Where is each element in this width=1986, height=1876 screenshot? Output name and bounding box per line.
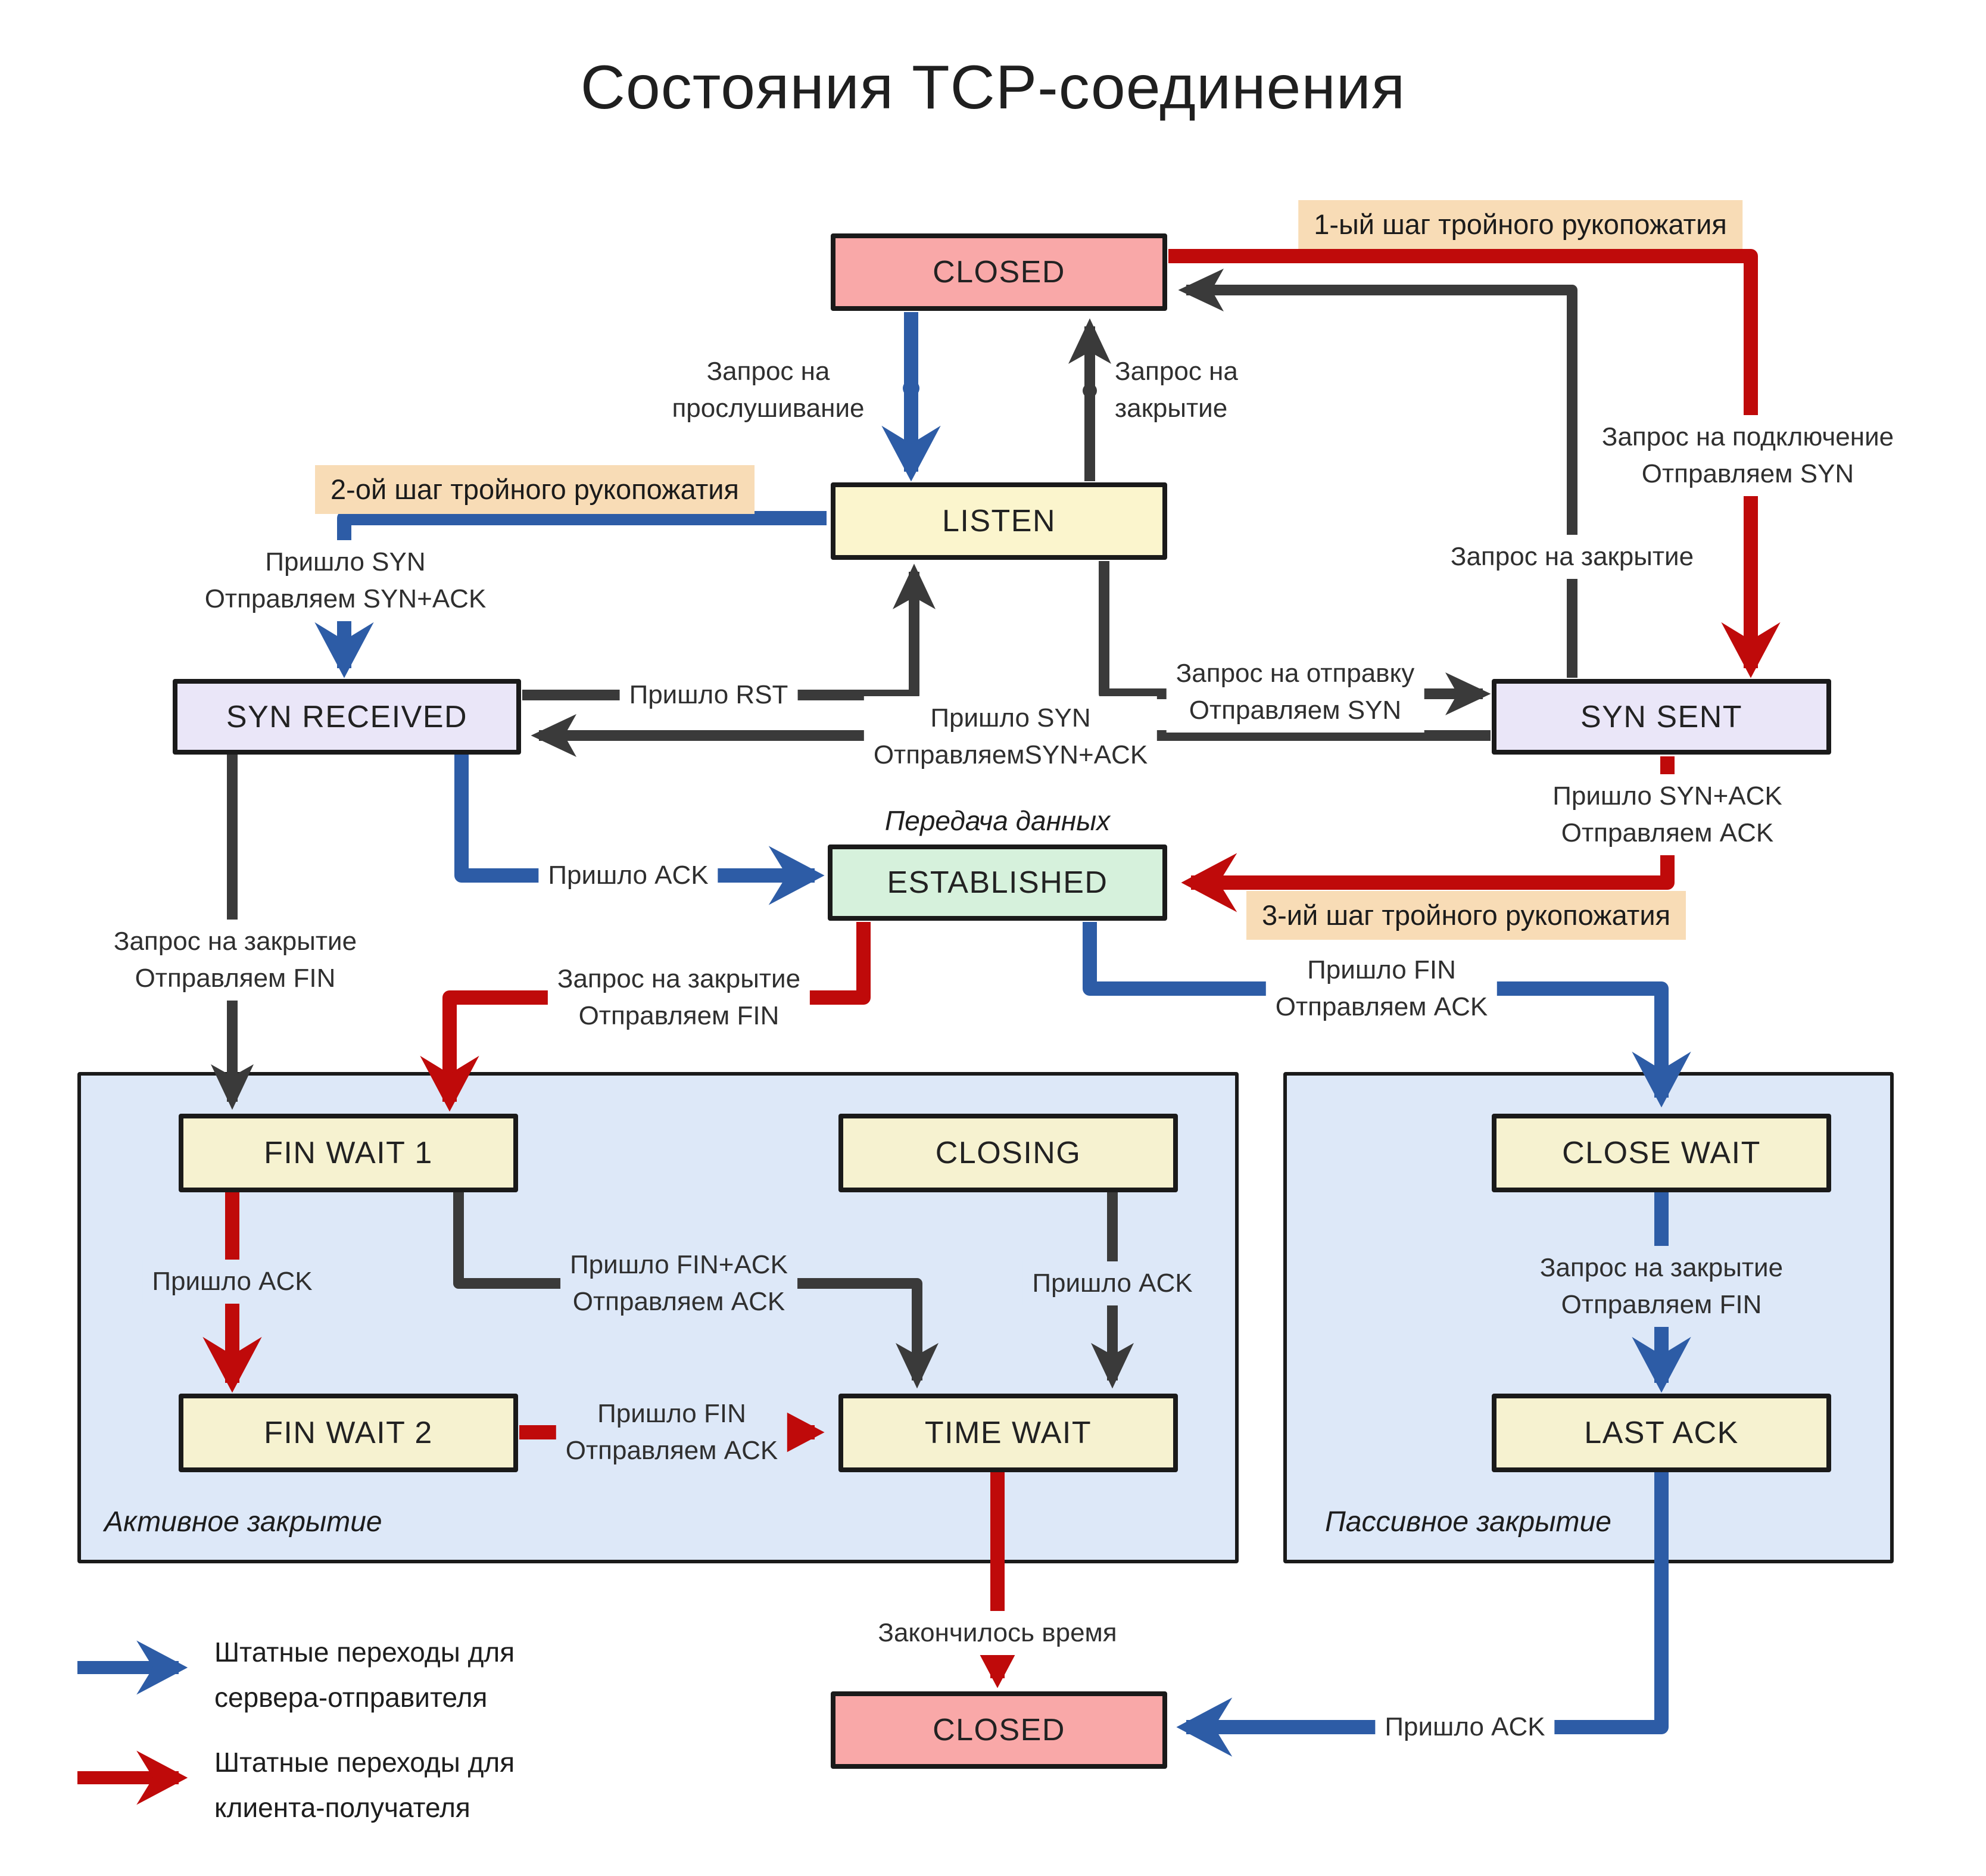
edge-lastack-closed	[1176, 1472, 1669, 1757]
state-closed-bottom: CLOSED	[831, 1691, 1167, 1769]
state-time-wait: TIME WAIT	[838, 1394, 1178, 1472]
label-connect-request: Запрос на подключение Отправляем SYN	[1592, 415, 1904, 496]
label-got-fin-send-ack: Пришло FIN Отправляем ACK	[1265, 948, 1498, 1029]
label-got-rst: Пришло RST	[619, 673, 798, 717]
label-timeout: Закончилось время	[868, 1611, 1127, 1655]
legend-server-label: Штатные переходы для сервера-отправителя	[214, 1637, 515, 1713]
edge-synsent-closed	[1178, 269, 1577, 678]
passive-close-caption: Пассивное закрытие	[1325, 1506, 1611, 1538]
handshake-step1-label: 1-ый шаг тройного рукопожатия	[1298, 200, 1742, 249]
label-close-request-synsent: Запрос на закрытие	[1441, 535, 1704, 579]
state-syn-received: SYN RECEIVED	[173, 679, 521, 755]
state-syn-sent: SYN SENT	[1492, 679, 1831, 755]
label-got-synack-send-ack: Пришло SYN+ACK Отправляем ACK	[1543, 774, 1792, 855]
state-close-wait: CLOSE WAIT	[1492, 1114, 1831, 1192]
state-established: ESTABLISHED	[828, 844, 1167, 921]
handshake-step2-label: 2-ой шаг тройного рукопожатия	[315, 465, 755, 514]
legend-client-label: Штатные переходы для клиента-получателя	[214, 1747, 515, 1823]
label-send-request: Запрос на отправку Отправляем SYN	[1166, 652, 1424, 733]
label-got-finack-send-ack: Пришло FIN+ACK Отправляем ACK	[560, 1243, 797, 1324]
edge-dot-listen-closed	[1083, 384, 1097, 398]
handshake-step3-label: 3-ий шаг тройного рукопожатия	[1246, 891, 1686, 940]
edge-closed-synsent	[1168, 249, 1781, 678]
label-got-syn-send-synack2: Пришло SYN ОтправляемSYN+ACK	[863, 696, 1158, 777]
state-closed-top: CLOSED	[831, 233, 1167, 311]
state-fin-wait-1: FIN WAIT 1	[179, 1114, 518, 1192]
label-got-fin-send-ack-fw2: Пришло FIN Отправляем ACK	[556, 1392, 788, 1473]
label-got-syn-send-synack: Пришло SYN Отправляем SYN+ACK	[195, 540, 496, 621]
label-got-ack-closing: Пришло ACK	[1022, 1261, 1202, 1305]
page-title: Состояния TCP-соединения	[580, 53, 1406, 122]
state-closing: CLOSING	[838, 1114, 1178, 1192]
label-close-request-established: Запрос на закрытие Отправляем FIN	[547, 957, 810, 1038]
active-close-caption: Активное закрытие	[104, 1506, 382, 1538]
edge-dot-closed-listen	[903, 380, 919, 397]
label-data-transfer: Передача данных	[884, 805, 1111, 836]
label-close-request-top: Запрос на закрытие	[1115, 357, 1238, 423]
state-fin-wait-2: FIN WAIT 2	[179, 1394, 518, 1472]
label-listen-request: Запрос на прослушивание	[672, 357, 865, 423]
label-close-request-cw: Запрос на закрытие Отправляем FIN	[1530, 1246, 1793, 1327]
label-got-ack-fw1: Пришло ACK	[142, 1260, 322, 1304]
label-got-ack-established: Пришло ACK	[538, 853, 718, 898]
label-got-ack-lastack: Пришло ACK	[1375, 1705, 1555, 1749]
label-close-request-synrecv: Запрос на закрытие Отправляем FIN	[104, 920, 367, 1001]
state-listen: LISTEN	[831, 482, 1167, 560]
state-last-ack: LAST ACK	[1492, 1394, 1831, 1472]
